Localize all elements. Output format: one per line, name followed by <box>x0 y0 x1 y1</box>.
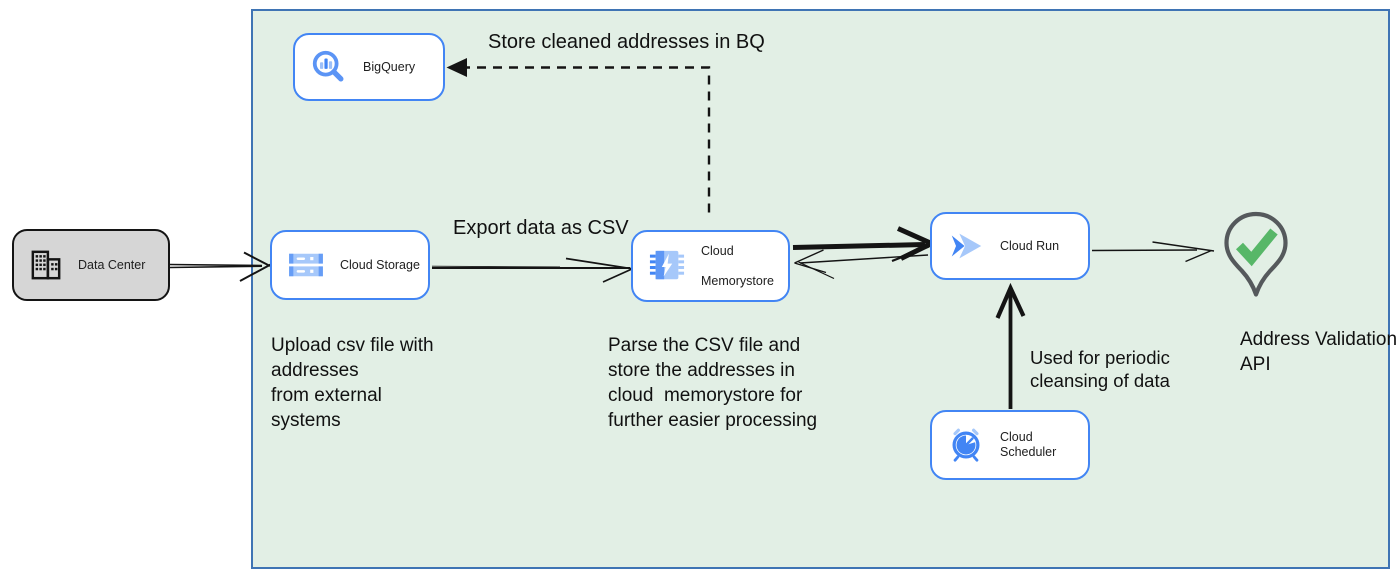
address-validation-pin <box>1222 210 1290 311</box>
edge-scheduler-to-run <box>995 282 1026 409</box>
cloud-storage-icon <box>289 253 323 277</box>
edge-memorystore-to-bigquery-dashed <box>446 58 711 213</box>
node-label: Cloud Memorystore <box>701 243 774 288</box>
node-cloud-scheduler: Cloud Scheduler <box>930 410 1090 480</box>
node-label: BigQuery <box>363 59 416 74</box>
bigquery-icon <box>312 50 344 82</box>
cloud-scheduler-icon <box>952 428 980 462</box>
node-cloud-memorystore: Cloud Memorystore <box>631 230 790 302</box>
node-label: Cloud Scheduler <box>1000 430 1057 459</box>
node-label: Cloud Storage <box>340 257 420 272</box>
annotation-parse: Parse the CSV file and store the address… <box>608 335 818 431</box>
node-label: Cloud Run <box>1000 238 1060 253</box>
node-label: Data Center <box>78 257 146 272</box>
edge-run-to-validation <box>1091 241 1215 263</box>
edge-label-store-bq: Store cleaned addresses in BQ <box>488 31 765 53</box>
cloud-boundary-box <box>251 9 1390 569</box>
edge-storage-to-memorystore <box>431 257 638 283</box>
node-data-center: Data Center <box>12 229 170 301</box>
cloud-run-icon <box>951 233 982 259</box>
node-cloud-storage: Cloud Storage <box>270 230 430 300</box>
data-center-icon <box>31 250 61 280</box>
location-pin-check-icon <box>1224 211 1288 297</box>
edge-run-to-memorystore <box>794 249 929 280</box>
edge-label-export-csv: Export data as CSV <box>453 217 629 239</box>
edge-label-periodic: Used for periodic cleansing of data <box>1030 347 1170 391</box>
edge-datacenter-to-storage <box>169 251 273 282</box>
node-cloud-run: Cloud Run <box>930 212 1090 280</box>
address-validation-label: Address Validation API <box>1240 329 1398 375</box>
cloud-memorystore-icon <box>649 250 685 280</box>
annotation-upload: Upload csv file with addresses from exte… <box>271 335 434 431</box>
node-bigquery: BigQuery <box>293 33 445 101</box>
